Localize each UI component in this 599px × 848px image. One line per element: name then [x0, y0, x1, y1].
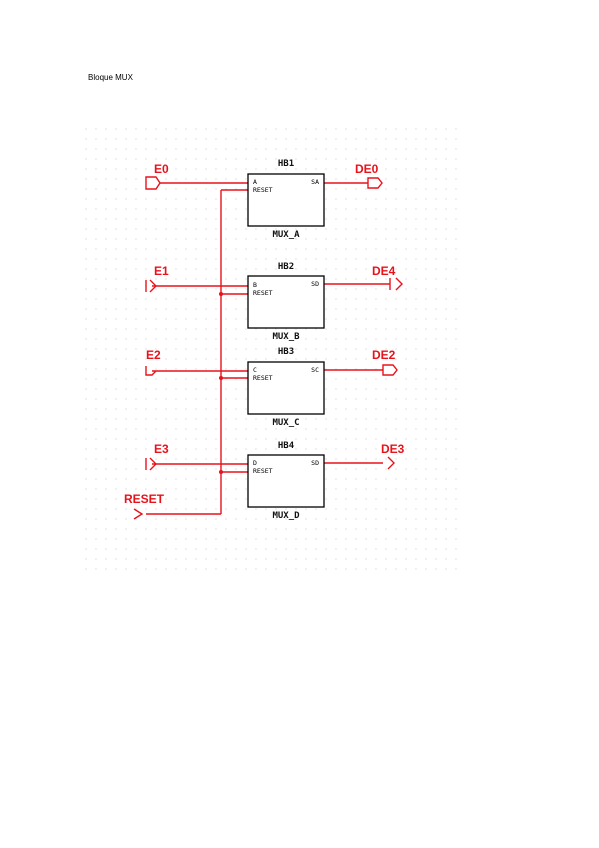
block-instance-label: HB3	[278, 347, 294, 357]
pin-reset-label: RESET	[253, 374, 273, 382]
junction-dot	[219, 470, 223, 474]
pin-reset-label: RESET	[253, 186, 273, 194]
input-port-e3	[145, 457, 157, 471]
block-name-label: MUX_B	[272, 332, 300, 342]
input-port-e1	[145, 279, 157, 293]
block-hb1	[247, 173, 325, 227]
pin-output-label: SD	[311, 280, 319, 288]
input-port-reset	[133, 508, 144, 520]
output-port-de2	[382, 364, 398, 376]
input-label-e1: E1	[154, 264, 169, 278]
block-hb2	[247, 275, 325, 329]
block-instance-label: HB1	[278, 159, 294, 169]
output-port-de0	[367, 177, 383, 189]
schematic-canvas: HB1 HB2 HB3 HB4 MUX_A MUX_B MUX_C MUX_D …	[84, 126, 464, 572]
pin-input-label: C	[253, 366, 257, 374]
input-label-e2: E2	[146, 348, 161, 362]
input-port-e2	[145, 366, 157, 376]
output-port-de3	[387, 456, 395, 470]
input-port-e0	[145, 176, 161, 190]
mux-schematic: HB1 HB2 HB3 HB4 MUX_A MUX_B MUX_C MUX_D …	[84, 126, 464, 572]
output-label-de2: DE2	[372, 348, 396, 362]
document-title: Bloque MUX	[88, 73, 133, 82]
pin-reset-label: RESET	[253, 467, 273, 475]
pin-input-label: B	[253, 281, 257, 289]
pin-reset-label: RESET	[253, 289, 273, 297]
block-name-label: MUX_A	[272, 230, 300, 240]
block-instance-label: HB2	[278, 262, 294, 272]
pin-output-label: SC	[311, 366, 319, 374]
pin-input-label: A	[253, 178, 257, 186]
reset-input-label: RESET	[124, 492, 165, 506]
block-name-label: MUX_C	[272, 418, 299, 428]
pin-output-label: SD	[311, 459, 319, 467]
output-port-de4	[389, 277, 403, 291]
output-label-de0: DE0	[355, 162, 379, 176]
pin-output-label: SA	[311, 178, 319, 186]
block-hb4	[247, 454, 325, 508]
block-name-label: MUX_D	[272, 511, 300, 521]
junction-dot	[219, 292, 223, 296]
input-label-e0: E0	[154, 162, 169, 176]
block-instance-label: HB4	[278, 441, 295, 451]
output-label-de3: DE3	[381, 442, 405, 456]
input-label-e3: E3	[154, 442, 169, 456]
pin-input-label: D	[253, 459, 257, 467]
output-label-de4: DE4	[372, 264, 396, 278]
junction-dot	[219, 376, 223, 380]
block-hb3	[247, 361, 325, 415]
